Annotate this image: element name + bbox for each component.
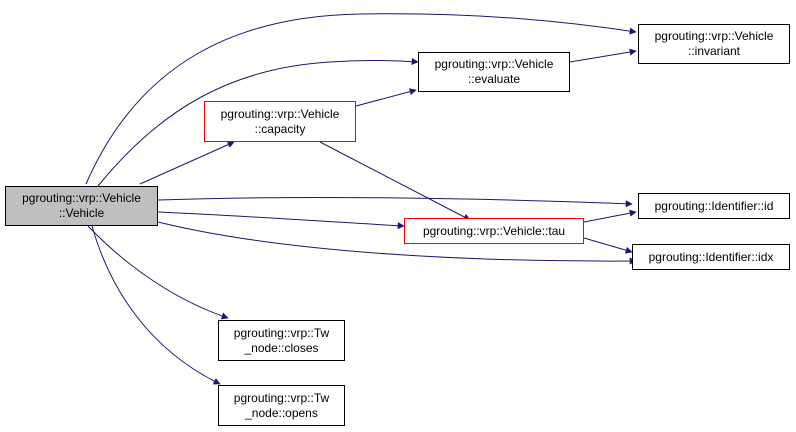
edge-vehicle-to-tau xyxy=(157,211,405,230)
edge-vehicle-to-identifier-idx xyxy=(157,221,637,265)
edge-vehicle-to-identifier-id xyxy=(157,196,633,208)
node-identifier-idx-label: pgrouting::Identifier::idx xyxy=(648,249,774,264)
node-invariant[interactable]: pgrouting::vrp::Vehicle ::invariant xyxy=(638,24,790,64)
node-invariant-line1: pgrouting::vrp::Vehicle xyxy=(654,29,774,43)
node-tau-label: pgrouting::vrp::Vehicle::tau xyxy=(422,223,566,238)
node-tw-node-opens-line2: _node::opens xyxy=(245,405,318,420)
edge-vehicle-to-invariant xyxy=(85,13,637,185)
node-vehicle-constructor-line1: pgrouting::vrp::Vehicle xyxy=(22,191,141,205)
node-tw-node-opens-line1: pgrouting::vrp::Tw xyxy=(233,390,330,405)
edge-vehicle-to-capacity xyxy=(139,141,235,185)
node-identifier-idx[interactable]: pgrouting::Identifier::idx xyxy=(632,244,790,270)
edge-vehicle-to-evaluate xyxy=(97,58,419,187)
edge-vehicle-to-opens xyxy=(91,225,221,385)
node-capacity-line1: pgrouting::vrp::Vehicle xyxy=(220,106,340,121)
node-vehicle-constructor-line2: ::Vehicle xyxy=(58,206,105,220)
edge-capacity-to-tau xyxy=(319,141,471,221)
node-invariant-line2: ::invariant xyxy=(687,44,741,58)
node-evaluate-line2: ::evaluate xyxy=(467,72,521,86)
node-tw-node-closes-line1: pgrouting::vrp::Tw xyxy=(233,325,330,340)
node-vehicle-constructor[interactable]: pgrouting::vrp::Vehicle ::Vehicle xyxy=(5,186,158,226)
node-capacity[interactable]: pgrouting::vrp::Vehicle ::capacity xyxy=(204,101,356,142)
node-tw-node-closes-line2: _node::closes xyxy=(244,340,319,355)
node-evaluate[interactable]: pgrouting::vrp::Vehicle ::evaluate xyxy=(418,52,570,92)
node-tw-node-opens[interactable]: pgrouting::vrp::Tw _node::opens xyxy=(218,385,345,426)
edge-capacity-to-evaluate xyxy=(355,88,417,107)
node-tau[interactable]: pgrouting::vrp::Vehicle::tau xyxy=(404,218,584,244)
edge-vehicle-to-closes xyxy=(87,225,229,320)
edge-evaluate-to-invariant xyxy=(569,48,637,63)
node-identifier-id[interactable]: pgrouting::Identifier::id xyxy=(638,193,790,219)
edge-tau-to-identifier-idx xyxy=(583,237,633,254)
node-evaluate-line1: pgrouting::vrp::Vehicle xyxy=(434,57,554,71)
node-tw-node-closes[interactable]: pgrouting::vrp::Tw _node::closes xyxy=(218,320,345,361)
node-capacity-line2: ::capacity xyxy=(254,121,306,136)
edge-tau-to-identifier-id xyxy=(583,209,637,223)
node-identifier-id-label: pgrouting::Identifier::id xyxy=(654,198,774,213)
